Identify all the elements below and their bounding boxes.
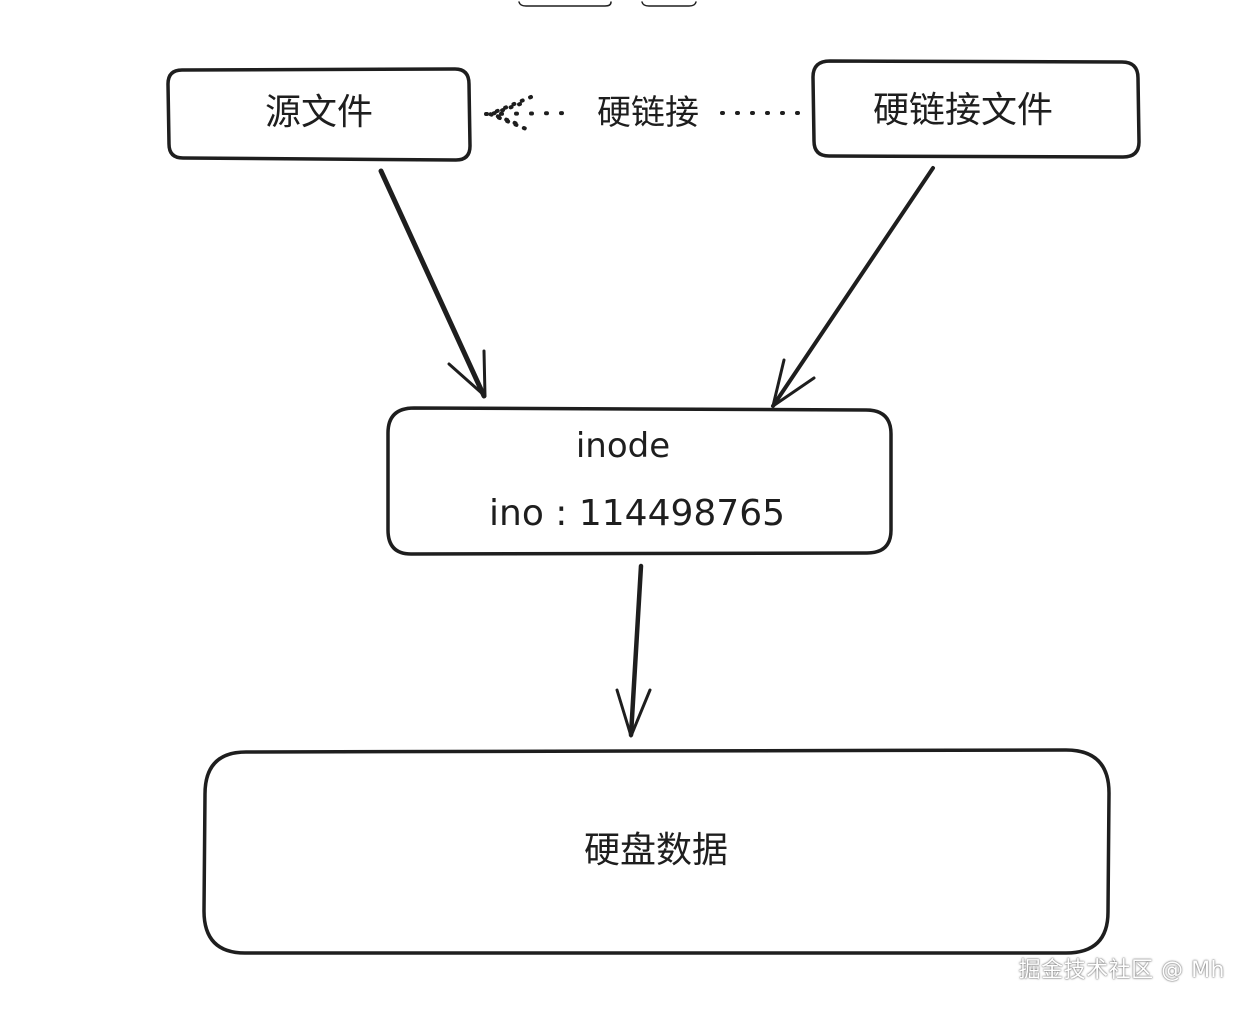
arrow-hardlink-to-inode (771, 166, 935, 408)
hardlink-file-node: 硬链接文件 (811, 59, 1141, 159)
disk-data-node: 硬盘数据 (202, 748, 1111, 955)
hardlink-label: 硬链接 (597, 93, 699, 133)
inode-node: inode ino : 114498765 (386, 406, 893, 556)
inode-title: inode (576, 426, 670, 466)
top-cropped-buttons (518, 1, 697, 7)
watermark: 掘金技术社区 @ Mh (1018, 958, 1225, 983)
arrow-source-to-inode (378, 168, 487, 399)
source-file-node: 源文件 (166, 67, 472, 162)
source-file-label: 源文件 (265, 92, 373, 133)
inode-number: ino : 114498765 (489, 493, 785, 534)
arrow-inode-to-disk (615, 563, 652, 738)
disk-data-label: 硬盘数据 (584, 830, 728, 871)
hardlink-connector: 硬链接 (484, 93, 812, 133)
hardlink-file-label: 硬链接文件 (873, 90, 1053, 131)
